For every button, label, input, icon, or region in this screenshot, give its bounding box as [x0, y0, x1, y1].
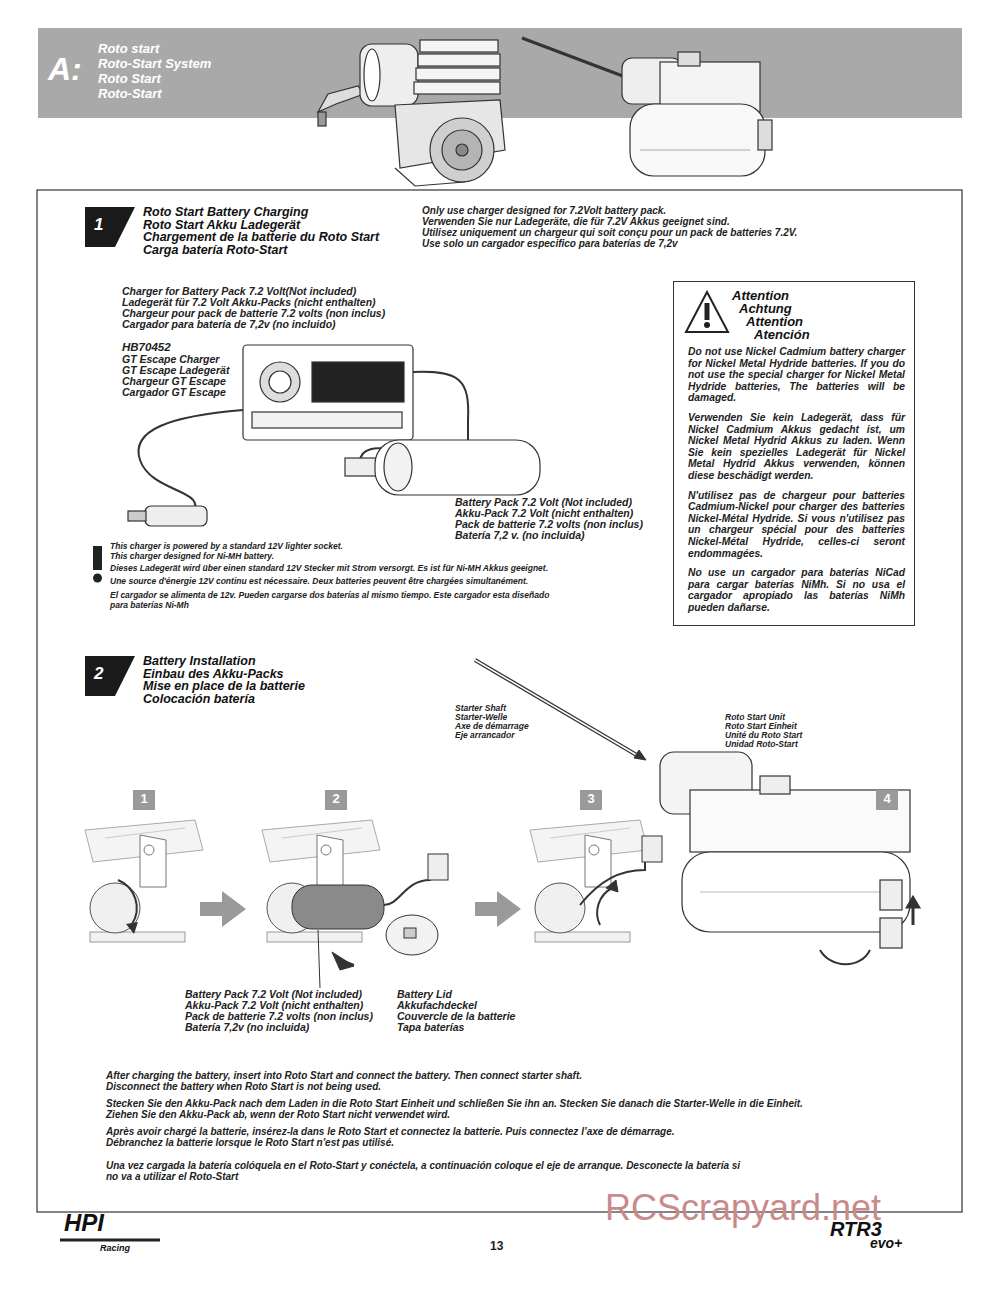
callout-label: Débranchez la batterie lorsque le Roto S… — [106, 1137, 394, 1148]
callout-label: Batería 7,2v (no incluida) — [185, 1022, 309, 1034]
attention-box: AttentionAchtungAttentionAtenciónDo not … — [673, 281, 915, 626]
callout-label: Una vez cargada la batería colóquela en … — [106, 1160, 740, 1171]
substep-number: 4 — [876, 792, 898, 806]
step-heading: Colocación batería — [143, 693, 255, 707]
callout-label: Cargador GT Escape — [122, 387, 226, 399]
callout-label: Pack de batterie 7.2 volts (non inclus) — [185, 1011, 373, 1023]
callout-label: Tapa baterías — [397, 1022, 464, 1034]
callout-label: Cargador para batería de 7,2v (no inclui… — [122, 319, 336, 331]
callout-label: Dieses Ladegerät wird über einen standar… — [110, 564, 548, 573]
warning-paragraph: N'utilisez pas de chargeur pour batterie… — [688, 490, 905, 560]
callout-label: This charger designed for Ni-MH battery. — [110, 552, 274, 561]
section-title: Roto start — [98, 42, 159, 56]
warning-triangle — [684, 290, 730, 334]
callout-label: El cargador se alimenta de 12v. Pueden c… — [110, 591, 549, 600]
substep-number: 3 — [580, 792, 602, 806]
warning-paragraph: Verwenden Sie kein Ladegerät, dass für N… — [688, 412, 905, 482]
callout-label: Akku-Pack 7.2 Volt (nicht enthalten) — [455, 508, 633, 520]
callout-label: Only use charger designed for 7.2Volt ba… — [422, 205, 666, 216]
callout-label: Roto Start Einheit — [725, 722, 797, 731]
callout-label: Akkufachdeckel — [397, 1000, 477, 1012]
callout-label: Battery Lid — [397, 989, 452, 1001]
section-title: Roto Start — [98, 72, 161, 86]
substep-number: 1 — [133, 792, 155, 806]
warning-paragraph: Do not use Nickel Cadmium battery charge… — [688, 346, 905, 404]
callout-label: GT Escape Charger — [122, 354, 219, 366]
step-badge: 2Battery InstallationEinbau des Akku-Pac… — [85, 656, 135, 696]
substep-number: 2 — [325, 790, 347, 810]
substep-number: 3 — [580, 790, 602, 810]
step-badge: 1Roto Start Battery ChargingRoto Start A… — [85, 207, 135, 247]
step-number: 2 — [94, 665, 103, 684]
substep-number: 1 — [133, 790, 155, 810]
callout-label: Unité du Roto Start — [725, 731, 802, 740]
callout-label: Utilisez uniquement un chargeur qui soit… — [422, 227, 797, 238]
callout-label: Battery Pack 7.2 Volt (Not included) — [185, 989, 362, 1001]
callout-label: Unidad Roto-Start — [725, 740, 798, 749]
callout-label: Ziehen Sie den Akku-Pack ab, wenn der Ro… — [106, 1109, 450, 1120]
callout-label: Akku-Pack 7.2 Volt (nicht enthalten) — [185, 1000, 363, 1012]
callout-label: Charger for Battery Pack 7.2 Volt(Not in… — [122, 286, 356, 298]
logo-text: Racing — [100, 1244, 130, 1254]
callout-label: This charger is powered by a standard 12… — [110, 542, 343, 551]
callout-label: After charging the battery, insert into … — [106, 1070, 582, 1081]
callout-label: Disconnect the battery when Roto Start i… — [106, 1081, 381, 1092]
substep-number: 4 — [876, 790, 898, 810]
callout-label: Une source d'énergie 12V continu est néc… — [110, 577, 528, 586]
callout-label: GT Escape Ladegerät — [122, 365, 229, 377]
callout-label: Batería 7,2 v. (no incluida) — [455, 530, 585, 542]
substep-number: 2 — [325, 792, 347, 806]
section-letter: A: — [48, 52, 82, 87]
callout-label: Ladegerät für 7.2 Volt Akku-Packs (nicht… — [122, 297, 376, 309]
callout-label: Starter-Welle — [455, 713, 507, 722]
logo-text: HPI — [64, 1210, 104, 1236]
logo-text: evo+ — [870, 1236, 902, 1251]
callout-label: Chargeur pour pack de batterie 7.2 volts… — [122, 308, 385, 320]
callout-label: Chargeur GT Escape — [122, 376, 226, 388]
callout-label: Use solo un cargador especifico para bat… — [422, 238, 678, 249]
callout-label: para baterías Ni-Mh — [110, 601, 189, 610]
callout-label: no va a utilizar el Roto-Start — [106, 1171, 238, 1182]
attention-title: Atención — [754, 328, 810, 342]
callout-label: Roto Start Unit — [725, 713, 785, 722]
header-band: A: Roto startRoto-Start SystemRoto StartR… — [38, 28, 962, 118]
callout-label: Starter Shaft — [455, 704, 506, 713]
section-title: Roto-Start — [98, 87, 162, 101]
callout-label: Verwenden Sie nur Ladegeräte, die für 7.… — [422, 216, 730, 227]
callout-label: Battery Pack 7.2 Volt (Not included) — [455, 497, 632, 509]
page-number: 13 — [490, 1240, 503, 1253]
callout-label: Axe de démarrage — [455, 722, 529, 731]
section-title: Roto-Start System — [98, 57, 211, 71]
step-number: 1 — [94, 216, 103, 235]
callout-label: Couvercle de la batterie — [397, 1011, 515, 1023]
callout-label: Eje arrancador — [455, 731, 515, 740]
callout-label: Stecken Sie den Akku-Pack nach dem Laden… — [106, 1098, 803, 1109]
step-badge-shape — [85, 656, 135, 696]
callout-label: HB70452 — [122, 341, 171, 354]
step-heading: Carga batería Roto-Start — [143, 244, 287, 258]
callout-label: Après avoir chargé la batterie, insérez-… — [106, 1126, 675, 1137]
step-badge-shape — [85, 207, 135, 247]
callout-label: Pack de batterie 7.2 volts (non inclus) — [455, 519, 643, 531]
warning-paragraph: No use un cargador para baterías NiCad p… — [688, 567, 905, 613]
